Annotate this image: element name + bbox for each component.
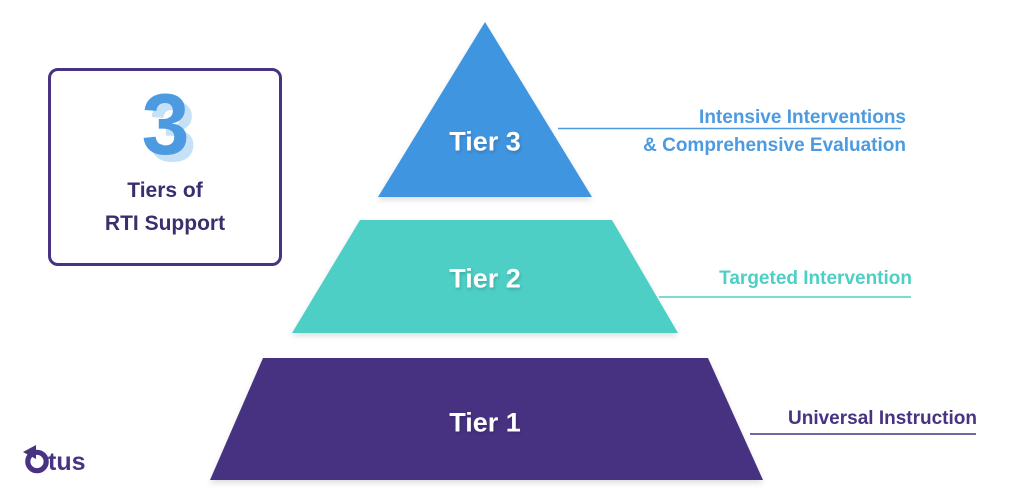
tier-3-description: Intensive Interventions & Comprehensive … bbox=[643, 104, 906, 159]
tier-3-description-line2: & Comprehensive Evaluation bbox=[643, 134, 906, 156]
big-number-wrap: 3 3 bbox=[51, 77, 279, 180]
summary-card: 3 3 Tiers of RTI Support bbox=[48, 68, 282, 266]
tier-2-shape[interactable] bbox=[292, 220, 678, 333]
big-number: 3 bbox=[141, 77, 190, 173]
otus-logo-ring-icon bbox=[25, 449, 49, 474]
tier-2-label: Tier 2 bbox=[449, 263, 521, 294]
tier-2-description: Targeted Intervention bbox=[719, 268, 912, 289]
tier-1-description: Universal Instruction bbox=[788, 408, 977, 429]
card-caption-line2: RTI Support bbox=[104, 211, 226, 235]
tier-3-shape[interactable] bbox=[378, 22, 592, 197]
tier-3-label: Tier 3 bbox=[449, 126, 521, 157]
tier-1-label: Tier 1 bbox=[449, 407, 521, 438]
card-caption-line1: Tiers of bbox=[127, 179, 203, 202]
big-number-shadow: 3 bbox=[148, 84, 197, 180]
card-caption: Tiers of RTI Support bbox=[105, 175, 225, 240]
tier-3-description-line1: Intensive Interventions bbox=[699, 107, 906, 128]
otus-logo[interactable]: tus bbox=[20, 442, 92, 480]
tier-1-shape[interactable] bbox=[210, 358, 763, 480]
otus-logo-wordmark: tus bbox=[48, 448, 86, 476]
